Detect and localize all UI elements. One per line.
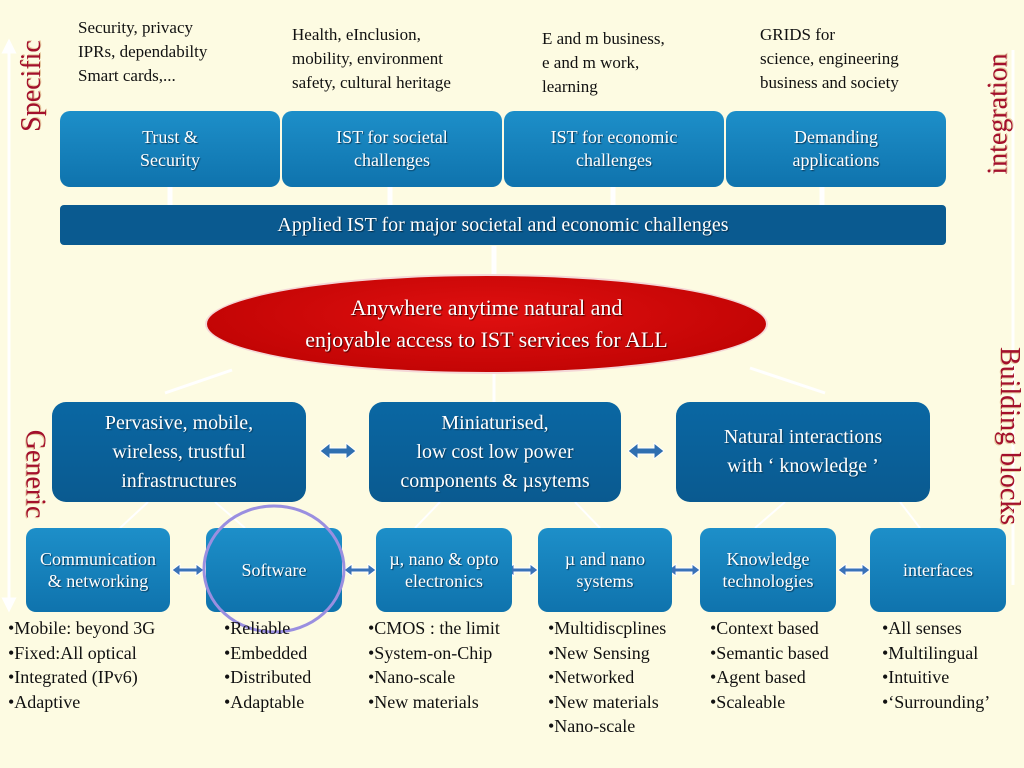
applied-ist-band: Applied IST for major societal and econo…: [60, 205, 946, 245]
generic-label: Generic: [19, 429, 51, 519]
bullets-software: •Reliable•Embedded •Distributed•Adaptabl…: [224, 618, 312, 712]
note-applications: GRIDS for science, engineering business …: [760, 25, 899, 92]
note-societal: Health, eInclusion, mobility, environmen…: [292, 25, 451, 92]
bullets-electronics: •CMOS : the limit•System-on-Chip •Nano-s…: [368, 618, 500, 712]
box-interfaces: interfaces: [870, 528, 1006, 612]
bullets-knowledge: •Context based•Semantic based •Agent bas…: [710, 618, 829, 712]
middle-double-arrows: [319, 441, 665, 461]
lower-connectors: [119, 501, 921, 529]
note-trust-security: Security, privacy IPRs, dependabilty Sma…: [78, 18, 208, 85]
bullets-communication: •Mobile: beyond 3G•Fixed:All optical •In…: [8, 618, 156, 712]
bullets-interfaces: •All senses•Multilingual •Intuitive•‘Sur…: [882, 618, 991, 712]
middle-connectors: [164, 366, 826, 402]
note-economic: E and m business, e and m work, learning: [542, 29, 665, 96]
box-trust-security: Trust &Security: [60, 111, 280, 187]
building-blocks-label: Building blocks: [994, 346, 1024, 526]
specific-label: Specific: [15, 40, 47, 132]
top-connectors: [167, 187, 825, 275]
box-communication-networking: Communication& networking: [26, 528, 170, 612]
bullets-systems: •Multidiscplines•New Sensing •Networked•…: [548, 618, 667, 736]
integration-label: integration: [982, 53, 1014, 175]
box-software: Software: [206, 528, 342, 612]
